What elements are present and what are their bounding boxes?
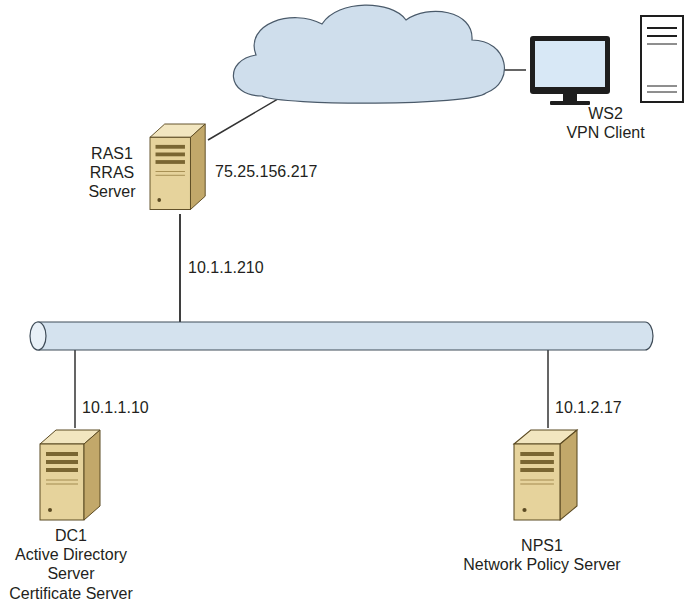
node-label: WS2	[531, 104, 681, 123]
server-icon	[40, 430, 100, 520]
server-node: DC1Active Directory ServerCertificate Se…	[0, 428, 142, 603]
ip-address-label: 10.1.1.10	[82, 398, 149, 417]
node-label: VPN Client	[531, 123, 681, 142]
node-label: RAS1	[84, 144, 140, 163]
node-label: NPS1	[458, 536, 626, 555]
server-icon	[150, 124, 205, 210]
workstation-icon	[530, 16, 683, 105]
network-link	[75, 214, 180, 428]
node-label: Network Policy Server	[458, 555, 626, 574]
node-label: DC1	[1, 526, 141, 545]
server-node: NPS1Network Policy Server	[457, 428, 627, 574]
ip-address-label: 75.25.156.217	[215, 162, 317, 181]
server-node: RAS1RRAS Server	[84, 122, 208, 214]
ip-address-label: 10.1.1.210	[188, 258, 264, 277]
network-bus	[30, 322, 653, 350]
workstation-node: WS2VPN Client	[526, 12, 685, 142]
network-link	[180, 214, 548, 428]
server-icon	[514, 430, 577, 520]
node-label: Active Directory Server	[1, 545, 141, 583]
node-label: RRAS Server	[84, 163, 140, 201]
ip-address-label: 10.1.2.17	[555, 398, 622, 417]
internet-cloud	[233, 5, 504, 103]
node-label: Certificate Server	[1, 584, 141, 603]
